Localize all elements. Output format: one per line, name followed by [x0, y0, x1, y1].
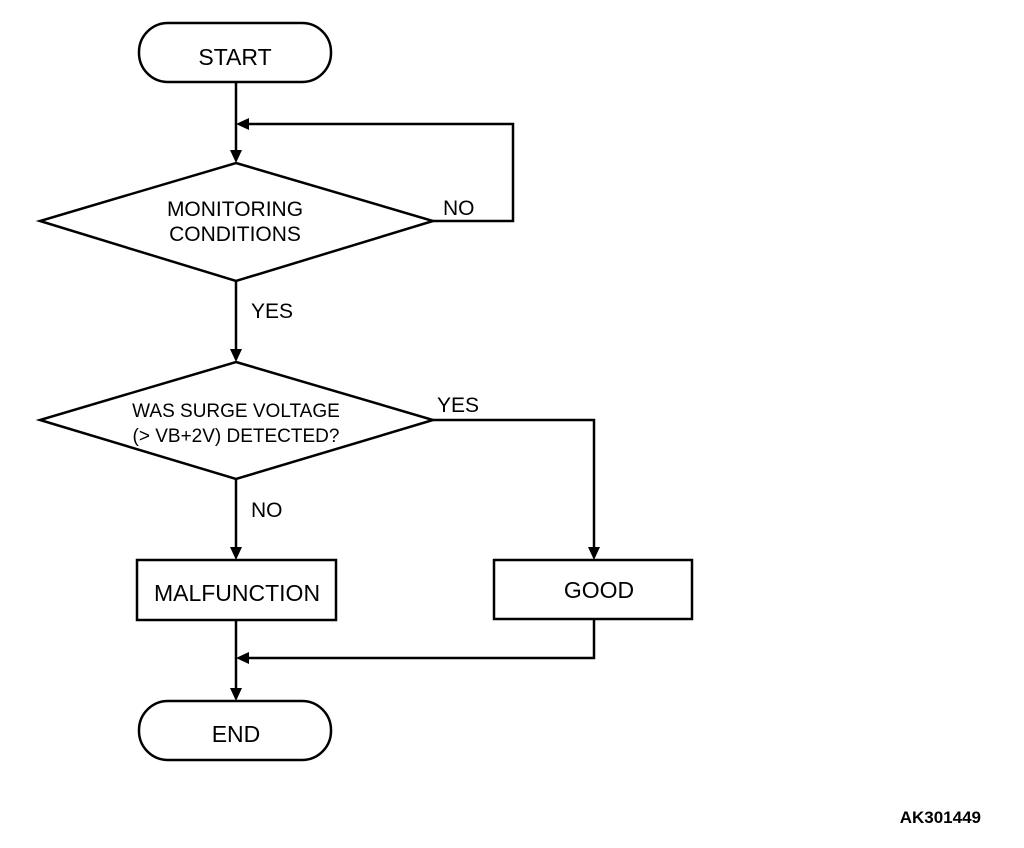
arrowhead: [230, 688, 242, 701]
connector-start-to-monitoring: [230, 82, 242, 163]
end-node-shape: [137, 699, 333, 762]
connector-monitoring-yes: [230, 281, 242, 362]
arrowhead: [236, 118, 249, 130]
surge-voltage-label-line1: WAS SURGE VOLTAGE: [132, 401, 340, 422]
surge-voltage-label-line2: (> VB+2V) DETECTED?: [133, 426, 340, 447]
arrowhead: [236, 652, 249, 664]
start-node: START: [137, 21, 333, 84]
good-node: GOOD: [492, 558, 694, 621]
connector-line: [248, 619, 596, 660]
arrowhead: [230, 349, 242, 362]
monitoring-conditions-shape: [35, 161, 438, 283]
connector-line: [248, 122, 515, 223]
figure-id: AK301449: [900, 808, 981, 827]
monitoring-conditions-decision: MONITORING CONDITIONS: [35, 161, 438, 283]
surge-yes-label: YES: [437, 394, 479, 417]
arrowhead: [230, 150, 242, 163]
good-node-shape: [492, 558, 694, 621]
connector-surge-no: [230, 479, 242, 560]
monitoring-conditions-label-line1: MONITORING: [167, 198, 303, 221]
connector-surge-yes: [433, 418, 600, 560]
good-node-label: GOOD: [564, 577, 634, 603]
monitoring-yes-label: YES: [251, 300, 293, 323]
connector-malfunction-to-end: [230, 620, 242, 701]
malfunction-node-label: MALFUNCTION: [154, 580, 320, 606]
end-node: END: [137, 699, 333, 762]
start-node-label: START: [198, 44, 271, 70]
malfunction-node-shape: [135, 558, 338, 622]
surge-no-label: NO: [251, 499, 283, 522]
surge-voltage-decision: WAS SURGE VOLTAGE (> VB+2V) DETECTED?: [35, 360, 438, 481]
monitoring-no-label: NO: [443, 197, 475, 220]
connector-monitoring-no-loop: [236, 118, 515, 223]
monitoring-conditions-label-line2: CONDITIONS: [169, 223, 301, 246]
connector-line: [433, 418, 596, 548]
malfunction-node: MALFUNCTION: [135, 558, 338, 622]
arrowhead: [230, 547, 242, 560]
end-node-label: END: [212, 721, 261, 747]
arrowhead: [588, 547, 600, 560]
connector-good-to-merge: [236, 619, 596, 664]
